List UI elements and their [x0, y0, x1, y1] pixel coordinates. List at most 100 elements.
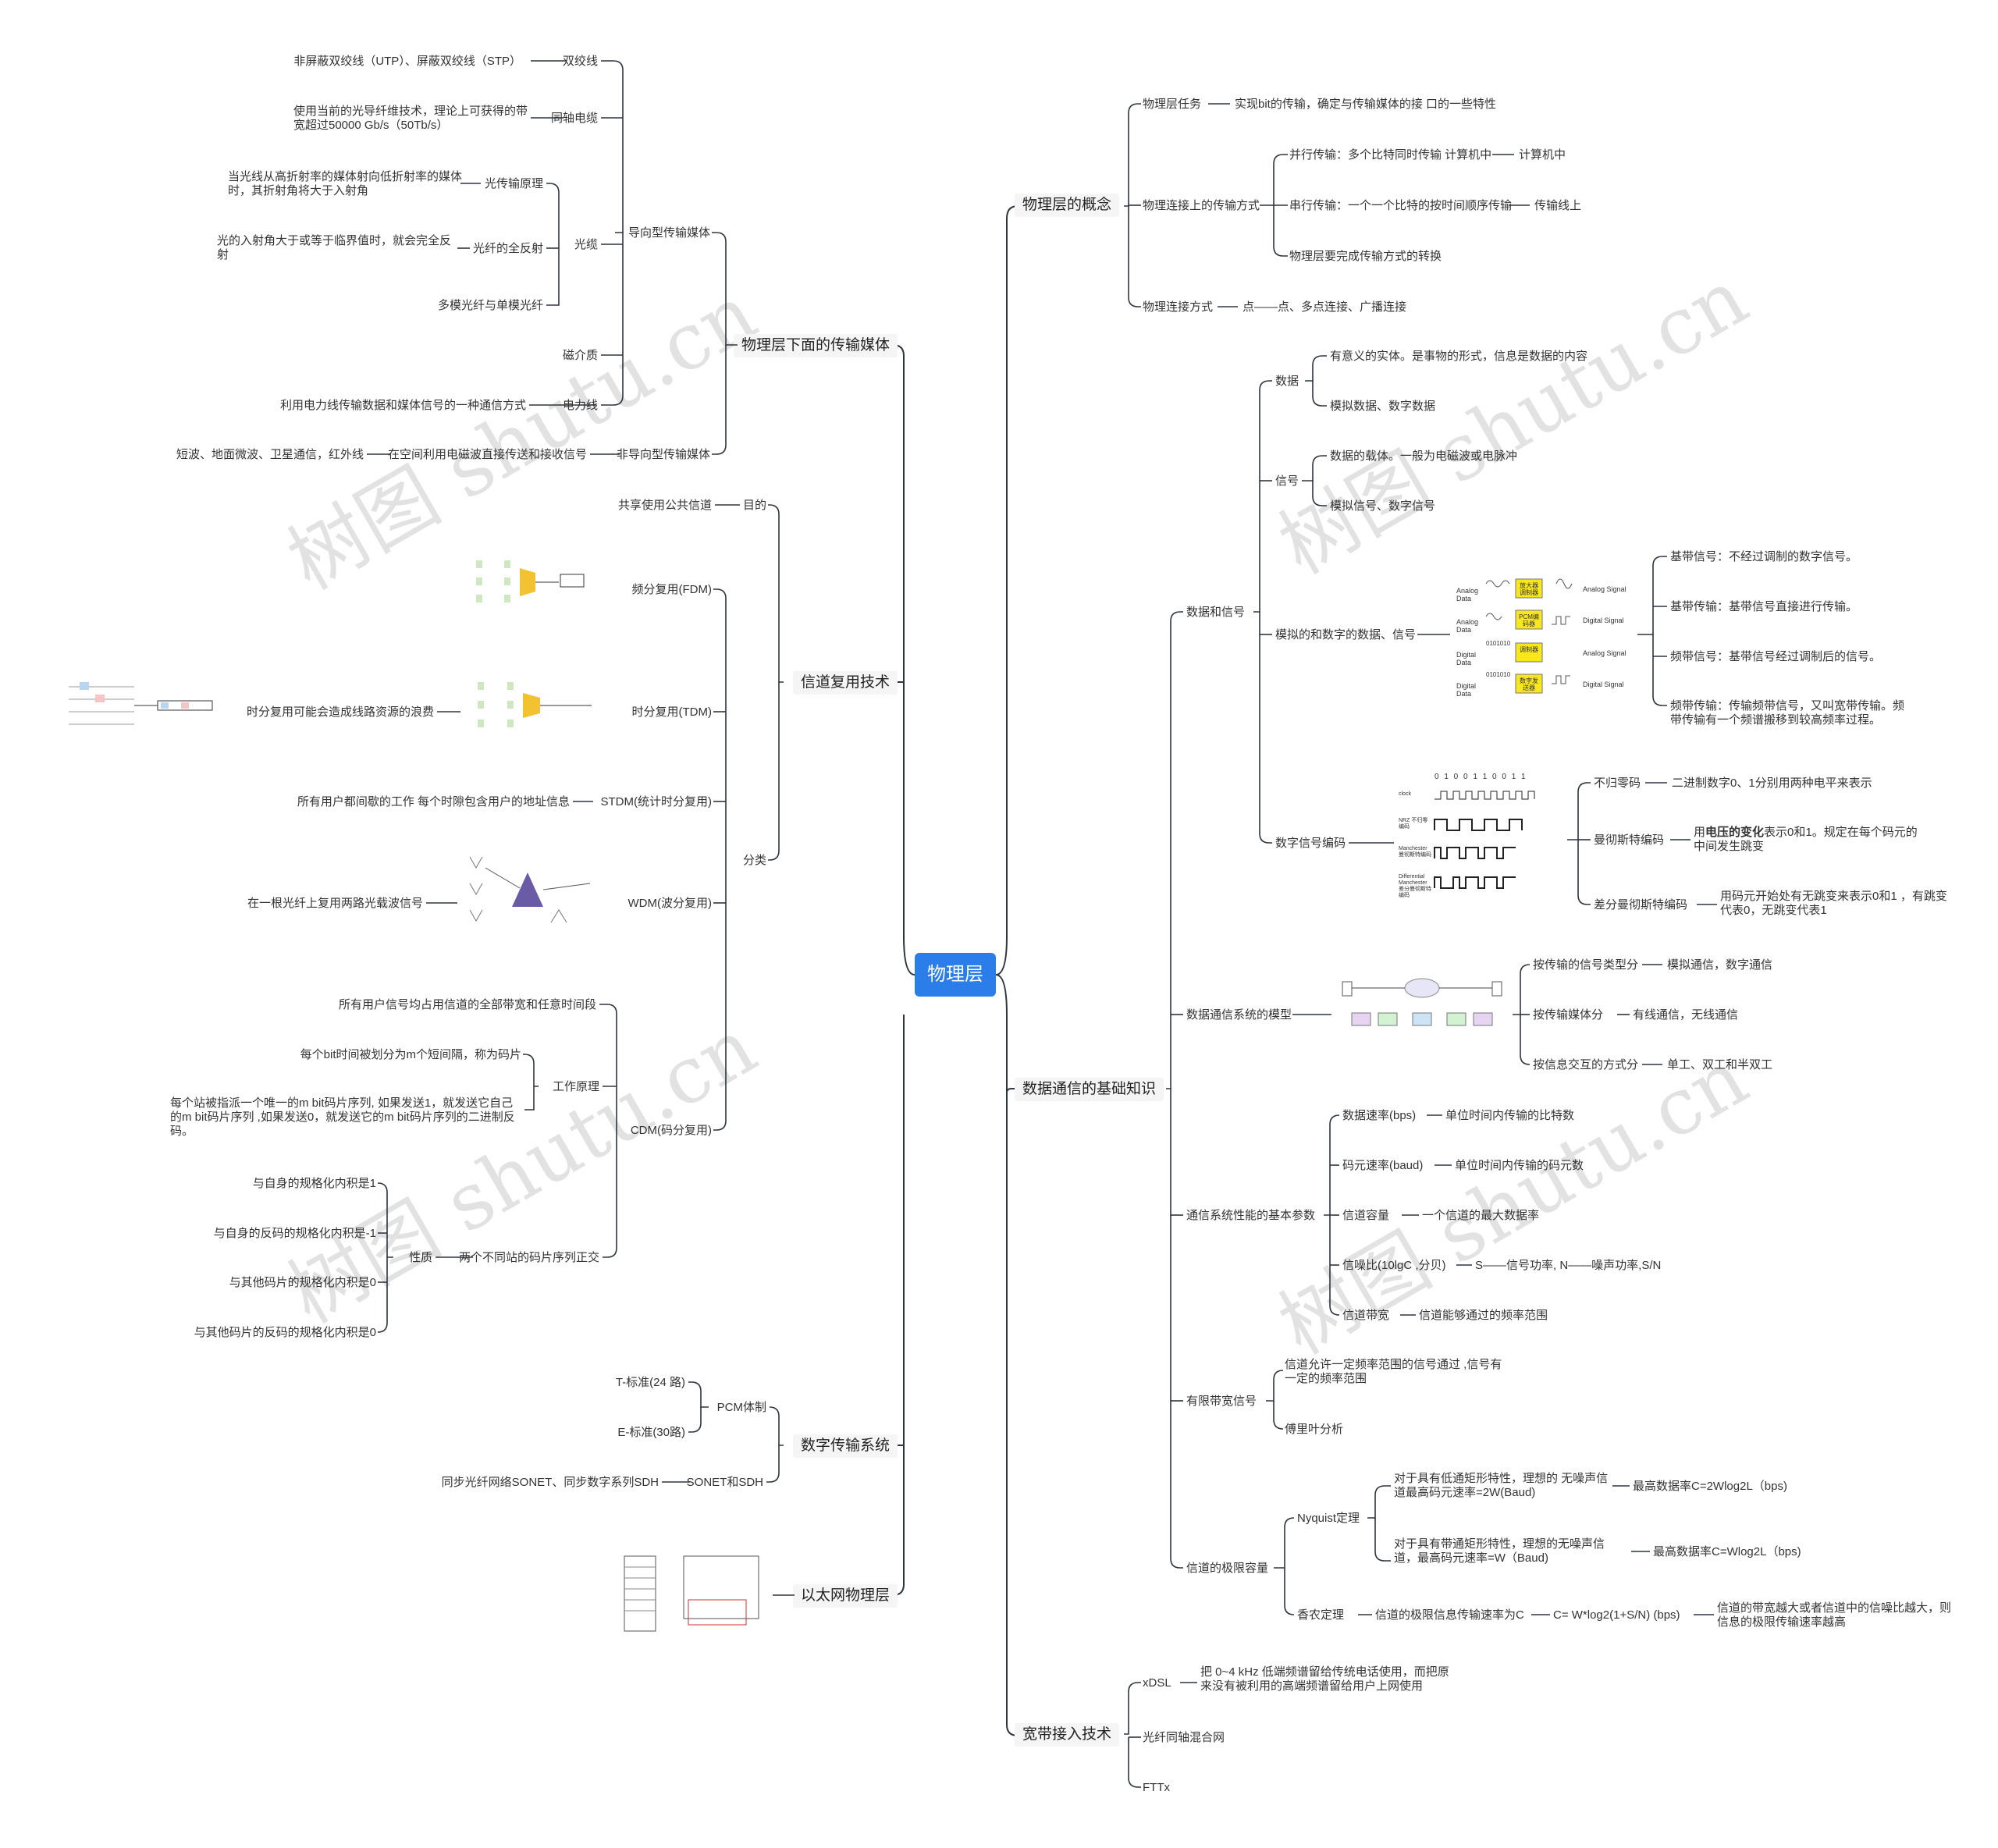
- node-perf[interactable]: 通信系统性能的基本参数: [1186, 1209, 1316, 1222]
- node-man-desc: 用电压的变化表示0和1。规定在每个码元的中间发生跳变: [1694, 826, 1918, 853]
- ad-bits-label: 0101010: [1486, 640, 1511, 647]
- node-mux[interactable]: 信道复用技术: [792, 671, 898, 695]
- node-sonet-desc: 同步光纤网络SONET、同步数字系列SDH: [441, 1476, 659, 1489]
- node-ad[interactable]: 模拟的和数字的数据、信号: [1275, 628, 1417, 641]
- node-nyq1: 对于具有低通矩形特性，理想的 无噪声信道最高码元速率=2W(Baud): [1394, 1472, 1609, 1499]
- node-sha-2: C= W*log2(1+S/N) (bps): [1553, 1608, 1680, 1622]
- node-fttx[interactable]: FTTx: [1143, 1781, 1170, 1794]
- encoding-bits-label: 0 1 0 0 1 1 0 0 1 1: [1435, 773, 1527, 781]
- node-sig[interactable]: 信号: [1275, 474, 1299, 488]
- wdm-figure: [465, 852, 598, 938]
- ad-output-label: Analog Signal: [1583, 649, 1626, 657]
- ad-output-label: Digital Signal: [1583, 681, 1624, 688]
- root-node[interactable]: 物理层: [915, 953, 996, 997]
- node-fiber-p3[interactable]: 多模光纤与单模光纤: [437, 299, 543, 312]
- node-m2[interactable]: 按传输媒体分: [1533, 1008, 1604, 1022]
- node-stdm-desc: 所有用户都间歇的工作 每个时隙包含用户的地址信息: [297, 795, 570, 808]
- node-dman[interactable]: 差分曼彻斯特编码: [1594, 898, 1688, 912]
- ad-box-label: PCM编码器: [1519, 613, 1539, 627]
- ad-box-label: 数字发送器: [1520, 677, 1538, 691]
- node-classes[interactable]: 分类: [742, 854, 766, 867]
- node-sig-1: 数据的载体。一般为电磁波或电脉冲: [1330, 450, 1518, 463]
- node-par[interactable]: 并行传输：多个比特同时传输 计算机中: [1289, 148, 1492, 162]
- node-m1[interactable]: 按传输的信号类型分: [1533, 958, 1639, 972]
- node-conn[interactable]: 物理连接上的传输方式: [1143, 199, 1260, 212]
- node-nrz[interactable]: 不归零码: [1594, 777, 1641, 790]
- node-cap[interactable]: 信道的极限容量: [1186, 1562, 1269, 1575]
- node-guided[interactable]: 导向型传输媒体: [627, 226, 710, 240]
- node-stdm[interactable]: STDM(统计时分复用): [600, 795, 713, 808]
- comm-model-figure: [1336, 965, 1509, 1052]
- node-lim[interactable]: 有限带宽信号: [1186, 1395, 1257, 1408]
- node-ds[interactable]: 数据和信号: [1186, 606, 1246, 619]
- node-p5[interactable]: 信道带宽: [1342, 1309, 1390, 1322]
- node-nyq[interactable]: Nyquist定理: [1297, 1512, 1360, 1525]
- node-hfc[interactable]: 光纤同轴混合网: [1143, 1731, 1225, 1744]
- ad-bits-label: 0101010: [1486, 671, 1511, 678]
- node-purpose[interactable]: 目的: [742, 499, 766, 512]
- node-sha[interactable]: 香农定理: [1297, 1608, 1345, 1622]
- node-p2[interactable]: 码元速率(baud): [1342, 1159, 1424, 1172]
- node-unguided[interactable]: 非导向型传输媒体: [616, 448, 710, 461]
- node-cdm-prop[interactable]: 两个不同站的码片序列正交: [458, 1251, 599, 1264]
- node-sonet[interactable]: SONET和SDH: [686, 1476, 763, 1489]
- node-m3[interactable]: 按信息交互的方式分: [1533, 1058, 1639, 1071]
- node-media[interactable]: 物理层下面的传输媒体: [733, 334, 898, 357]
- node-nyq2: 对于具有带通矩形特性，理想的无噪声信道，最高码元速率=W（Baud): [1394, 1537, 1605, 1565]
- node-wdm[interactable]: WDM(波分复用): [627, 897, 712, 910]
- node-fiber[interactable]: 光缆: [574, 238, 598, 251]
- encoding-row-label: Manchester 曼彻斯特编码: [1399, 846, 1431, 858]
- node-model[interactable]: 数据通信系统的模型: [1186, 1008, 1292, 1022]
- node-tdm[interactable]: 时分复用(TDM): [631, 705, 712, 719]
- node-xdsl[interactable]: xDSL: [1143, 1676, 1171, 1690]
- node-p2-desc: 单位时间内传输的码元数: [1455, 1159, 1584, 1172]
- node-p4[interactable]: 信噪比(10lgC ,分贝): [1342, 1259, 1446, 1272]
- node-man[interactable]: 曼彻斯特编码: [1594, 833, 1665, 847]
- node-p3[interactable]: 信道容量: [1342, 1209, 1390, 1222]
- node-cdm[interactable]: CDM(码分复用): [630, 1124, 712, 1137]
- node-fiber-p1[interactable]: 光传输原理: [484, 177, 543, 190]
- node-data[interactable]: 数据: [1275, 375, 1299, 388]
- node-coax-desc: 使用当前的光导纤维技术，理论上可获得的带宽超过50000 Gb/s（50Tb/s…: [293, 105, 528, 132]
- ethernet-figure: [613, 1541, 766, 1642]
- node-way[interactable]: 物理连接方式: [1143, 300, 1214, 314]
- node-cdm-w2: 每个站被指派一个唯一的m bit码片序列, 如果发送1，就发送它自己的m bit…: [170, 1096, 515, 1138]
- node-fiber-p2[interactable]: 光纤的全反射: [472, 242, 543, 255]
- node-nature[interactable]: 性质: [408, 1251, 432, 1264]
- node-cdm-work[interactable]: 工作原理: [552, 1080, 599, 1093]
- node-power[interactable]: 电力线: [562, 399, 598, 412]
- node-conv: 物理层要完成传输方式的转换: [1289, 250, 1442, 263]
- node-magnetic[interactable]: 磁介质: [562, 349, 598, 362]
- node-wdm-desc: 在一根光纤上复用两路光载波信号: [247, 897, 423, 910]
- node-m3-desc: 单工、双工和半双工: [1667, 1058, 1773, 1071]
- node-p4-desc: S——信号功率, N——噪声功率,S/N: [1475, 1259, 1662, 1272]
- node-ser-desc: 传输线上: [1534, 199, 1582, 212]
- node-basics[interactable]: 数据通信的基础知识: [1015, 1078, 1164, 1101]
- node-p1[interactable]: 数据速率(bps): [1342, 1109, 1417, 1122]
- node-pcm-t: T-标准(24 路): [615, 1376, 685, 1389]
- fdm-figure: [473, 554, 598, 610]
- node-sha-1: 信道的极限信息传输速率为C: [1375, 1608, 1524, 1622]
- node-enc[interactable]: 数字信号编码: [1275, 837, 1346, 850]
- node-fdm[interactable]: 频分复用(FDM): [631, 583, 712, 596]
- ad-input-label: Digital Data: [1456, 682, 1477, 698]
- node-digital[interactable]: 数字传输系统: [792, 1434, 898, 1458]
- tdm-waste-figure: [64, 676, 220, 738]
- node-bwt: 频带传输：传输频带信号，又叫宽带传输。频带传输有一个频谱搬移到较高频率过程。: [1670, 699, 1905, 727]
- node-ser[interactable]: 串行传输：一个一个比特的按时间顺序传输: [1289, 199, 1513, 212]
- node-ethernet[interactable]: 以太网物理层: [792, 1584, 898, 1608]
- node-dman-desc: 用码元开始处有无跳变来表示0和1 ，有跳变代表0，无跳变代表1: [1720, 890, 1947, 917]
- node-coax[interactable]: 同轴电缆: [550, 112, 598, 125]
- ad-box-label: 调制器: [1520, 646, 1538, 653]
- node-broadband[interactable]: 宽带接入技术: [1015, 1723, 1120, 1747]
- node-cdm-all: 所有用户信号均占用信道的全部带宽和任意时间段: [338, 998, 596, 1011]
- node-m2-desc: 有线通信，无线通信: [1633, 1008, 1739, 1022]
- node-unguided-examples: 短波、地面微波、卫星通信，红外线: [176, 448, 364, 461]
- node-task[interactable]: 物理层任务: [1143, 98, 1202, 111]
- node-m1-desc: 模拟通信，数字通信: [1667, 958, 1773, 972]
- node-twisted[interactable]: 双绞线: [562, 55, 598, 68]
- node-p3-desc: 一个信道的最大数据率: [1422, 1209, 1540, 1222]
- encoding-row-label: Differential Manchester 差分曼彻斯特编码: [1399, 874, 1431, 898]
- node-pcm[interactable]: PCM体制: [716, 1401, 766, 1414]
- node-concept[interactable]: 物理层的概念: [1015, 194, 1120, 217]
